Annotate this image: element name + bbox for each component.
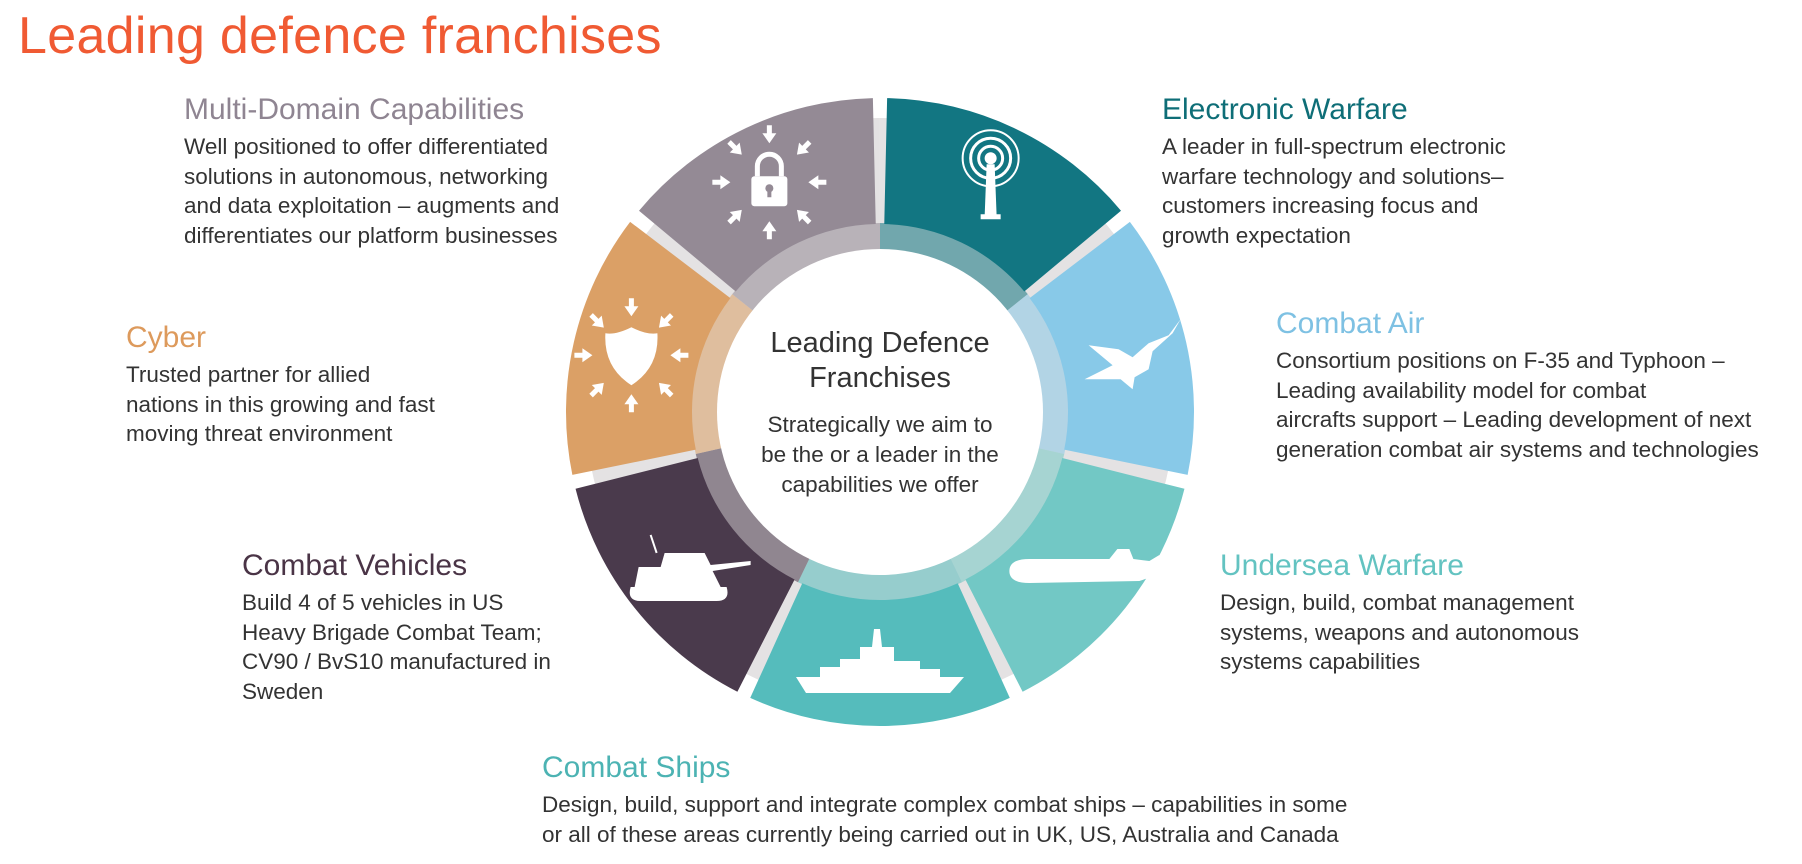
- antenna-icon: [961, 129, 1020, 220]
- franchise-title: Electronic Warfare: [1162, 93, 1408, 126]
- center-title: Leading Defence Franchises: [770, 327, 990, 394]
- franchise-title: Combat Ships: [542, 751, 731, 784]
- franchise-combat-ships: Combat Ships Design, build, support and …: [542, 750, 1442, 849]
- wheel-center-disc: [717, 249, 1043, 575]
- franchise-multi-domain: Multi-Domain Capabilities Well positione…: [184, 92, 614, 250]
- franchise-title: Multi-Domain Capabilities: [184, 93, 525, 126]
- franchise-title: Cyber: [126, 321, 207, 354]
- tank-icon: [629, 534, 751, 601]
- franchise-combat-vehicles: Combat Vehicles Build 4 of 5 vehicles in…: [242, 548, 602, 706]
- shield-icon: [574, 298, 689, 413]
- wheel-segment-ew: [884, 98, 1121, 292]
- center-body: Strategically we aim to be the or a lead…: [761, 412, 999, 497]
- padlock-icon: [712, 125, 827, 240]
- franchise-title: Combat Air: [1276, 307, 1425, 340]
- franchise-description: Consortium positions on F-35 and Typhoon…: [1276, 348, 1759, 462]
- page-title: Leading defence franchises: [18, 7, 662, 65]
- franchise-electronic-warfare: Electronic Warfare A leader in full-spec…: [1162, 92, 1582, 250]
- franchise-description: Trusted partner for allied nations in th…: [126, 362, 435, 446]
- warship-icon: [796, 629, 964, 693]
- franchise-cyber: Cyber Trusted partner for allied nations…: [126, 320, 516, 449]
- submarine-icon: [1009, 548, 1162, 583]
- franchise-title: Undersea Warfare: [1220, 549, 1464, 582]
- fighter-jet-icon: [1084, 319, 1181, 390]
- wheel-center: Leading Defence Franchises Strategically…: [735, 326, 1025, 500]
- franchise-description: Design, build, combat management systems…: [1220, 590, 1579, 674]
- franchise-combat-air: Combat Air Consortium positions on F-35 …: [1276, 306, 1796, 464]
- franchise-description: A leader in full-spectrum electronic war…: [1162, 134, 1506, 248]
- franchise-description: Design, build, support and integrate com…: [542, 792, 1348, 847]
- franchise-description: Well positioned to offer differentiated …: [184, 134, 560, 248]
- franchise-undersea-warfare: Undersea Warfare Design, build, combat m…: [1220, 548, 1640, 677]
- franchise-title: Combat Vehicles: [242, 549, 468, 582]
- wheel-inner-ring-cv: [695, 447, 811, 583]
- franchise-description: Build 4 of 5 vehicles in US Heavy Brigad…: [242, 590, 551, 704]
- wheel-inner-ring-uw: [949, 447, 1065, 583]
